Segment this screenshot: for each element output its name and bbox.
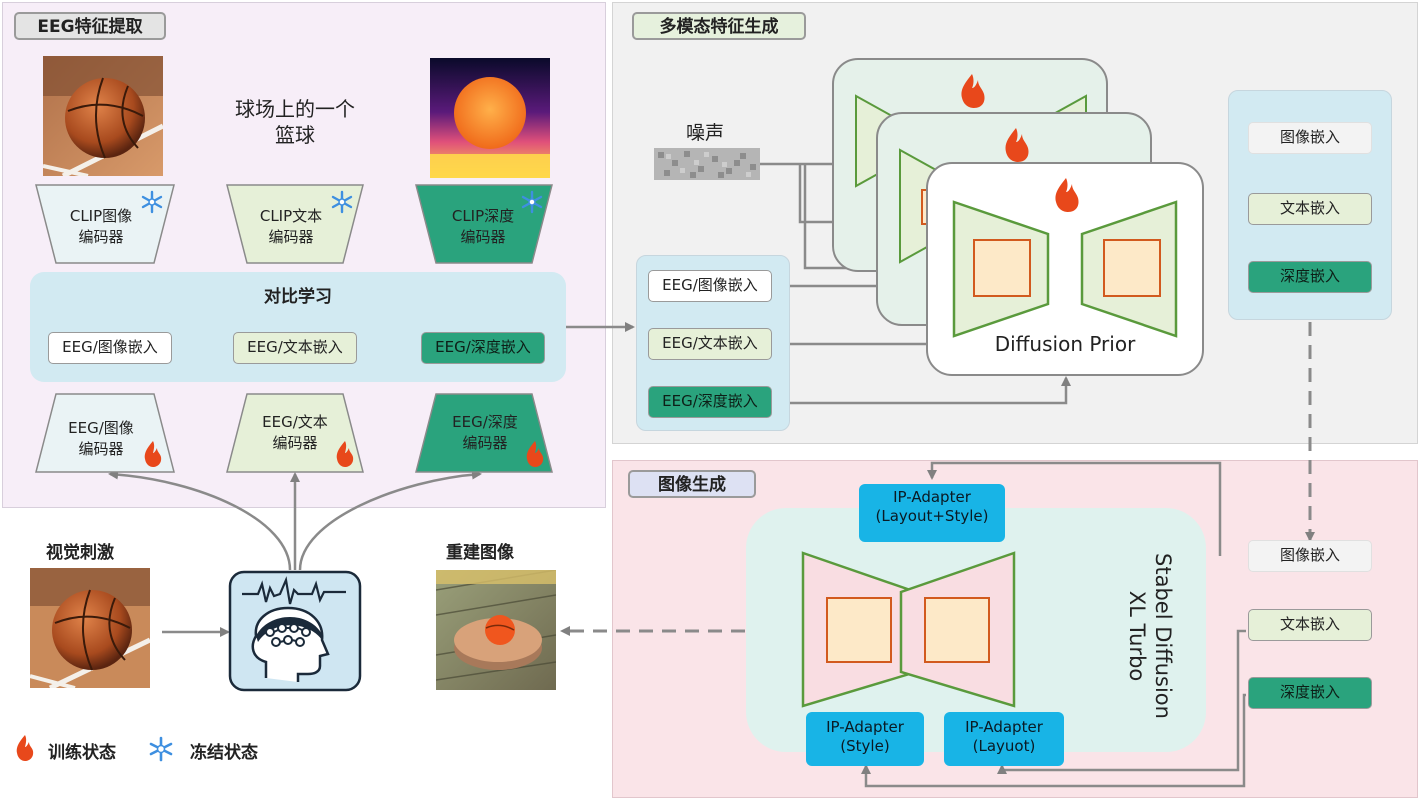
- contrastive-title: 对比学习: [264, 287, 332, 307]
- eeg-text-encoder: EEG/文本编码器: [262, 413, 328, 452]
- clip-text-encoder: CLIP文本编码器: [259, 207, 323, 246]
- snowflake-icon: [149, 736, 173, 762]
- diffusion-prior-unet: [952, 178, 1178, 338]
- sd-image-emb: 图像嵌入: [1248, 540, 1372, 572]
- text-caption: 球场上的一个 篮球: [235, 97, 355, 147]
- legend-train-label: 训练状态: [48, 743, 116, 763]
- snowflake-icon: [331, 190, 353, 214]
- stimulus-image: [30, 568, 150, 688]
- clip-image-encoder: CLIP图像编码器: [69, 207, 133, 246]
- section-tag-multimodal: 多模态特征生成: [632, 12, 806, 40]
- depth-image: [430, 58, 550, 178]
- ip-adapter-layout: IP-Adapter(Layuot): [944, 712, 1064, 766]
- snowflake-icon: [141, 190, 163, 214]
- prior-out-image-emb: 图像嵌入: [1248, 122, 1372, 154]
- section-tag-eeg-feature: EEG特征提取: [14, 12, 166, 40]
- contrastive-eeg-text-emb: EEG/文本嵌入: [233, 332, 357, 364]
- depth-emb-to-ipa-style-arrow: [861, 693, 1246, 788]
- eeg-depth-encoder: EEG/深度编码器: [452, 413, 518, 452]
- ip-adapter-layout-style: IP-Adapter(Layout+Style): [859, 484, 1005, 542]
- reconstructed-image: [436, 570, 556, 690]
- eeg-depth-to-prior-arrow: [772, 376, 1071, 405]
- contrastive-eeg-image-emb: EEG/图像嵌入: [48, 332, 172, 364]
- flame-icon: [336, 441, 354, 467]
- prior-in-eeg-text-emb: EEG/文本嵌入: [648, 328, 772, 360]
- contrastive-eeg-depth-emb: EEG/深度嵌入: [421, 332, 545, 364]
- flame-icon: [16, 735, 34, 761]
- legend-frozen-label: 冻结状态: [190, 743, 258, 763]
- diffusion-prior-label: Diffusion Prior: [994, 332, 1136, 356]
- noise-icon: [654, 148, 760, 180]
- brain-to-eeg-image-arrow: [108, 469, 292, 571]
- brain-eeg-icon: [228, 570, 362, 692]
- text-emb-to-ipa-layout-arrow: [997, 629, 1246, 774]
- eeg-encoders-shapes: [35, 393, 553, 473]
- clip-encoders-shapes: [35, 184, 553, 264]
- clip-depth-encoder: CLIP深度编码器: [451, 207, 515, 246]
- stimulus-label: 视觉刺激: [46, 543, 114, 563]
- recon-label: 重建图像: [446, 543, 514, 563]
- image-emb-to-ipa-top-arrow: [927, 461, 1222, 556]
- section-tag-image-gen: 图像生成: [628, 470, 756, 498]
- flame-icon: [1055, 178, 1079, 212]
- brain-to-eeg-depth-arrow: [298, 469, 482, 571]
- flame-icon: [144, 441, 162, 467]
- eeg-image-encoder: EEG/图像编码器: [68, 419, 134, 458]
- snowflake-icon: [521, 190, 543, 214]
- sd-depth-emb: 深度嵌入: [1248, 677, 1372, 709]
- sd-text-emb: 文本嵌入: [1248, 609, 1372, 641]
- ip-adapter-style: IP-Adapter(Style): [806, 712, 924, 766]
- sd-unet: [801, 551, 1016, 708]
- prior-out-text-emb: 文本嵌入: [1248, 193, 1372, 225]
- flame-icon: [526, 441, 544, 467]
- noise-label: 噪声: [686, 122, 725, 144]
- basketball-image: [43, 56, 163, 176]
- prior-out-depth-emb: 深度嵌入: [1248, 261, 1372, 293]
- prior-in-eeg-image-emb: EEG/图像嵌入: [648, 270, 772, 302]
- prior-in-eeg-depth-emb: EEG/深度嵌入: [648, 386, 772, 418]
